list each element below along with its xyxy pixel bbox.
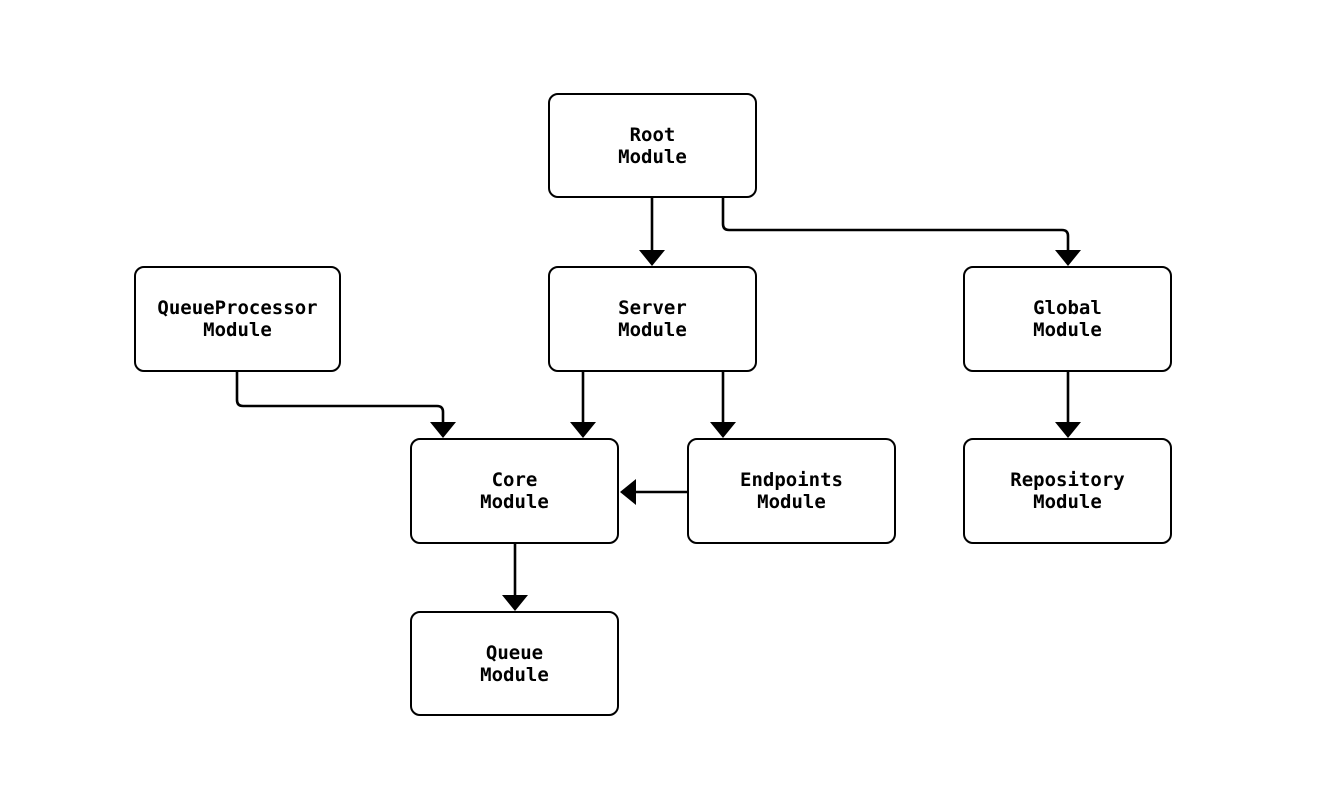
node-global-module: Global Module bbox=[963, 266, 1172, 372]
edge-queueprocessor-to-core bbox=[235, 372, 445, 426]
node-endpoints-module-label: Endpoints Module bbox=[740, 469, 843, 513]
node-queueprocessor-module-label: QueueProcessor Module bbox=[157, 297, 318, 341]
arrowhead-endpoints-to-core bbox=[620, 479, 636, 505]
arrowhead-server-to-endpoints bbox=[710, 422, 736, 438]
arrowhead-root-to-global bbox=[1055, 250, 1081, 266]
node-core-module-label: Core Module bbox=[480, 469, 549, 513]
node-endpoints-module: Endpoints Module bbox=[687, 438, 896, 544]
node-global-module-label: Global Module bbox=[1033, 297, 1102, 341]
node-queueprocessor-module: QueueProcessor Module bbox=[134, 266, 341, 372]
node-core-module: Core Module bbox=[410, 438, 619, 544]
node-queue-module-label: Queue Module bbox=[480, 641, 549, 686]
arrowhead-queueprocessor-to-core bbox=[430, 422, 456, 438]
node-server-module-label: Server Module bbox=[618, 297, 687, 341]
arrowhead-global-to-repository bbox=[1055, 422, 1081, 438]
arrowhead-server-to-core bbox=[570, 422, 596, 438]
node-root-module-label: Root Module bbox=[618, 123, 687, 168]
node-repository-module: Repository Module bbox=[963, 438, 1172, 544]
node-repository-module-label: Repository Module bbox=[1010, 469, 1125, 513]
node-queue-module: Queue Module bbox=[410, 611, 619, 716]
node-server-module: Server Module bbox=[548, 266, 757, 372]
edge-root-to-global bbox=[721, 198, 1070, 254]
arrowhead-core-to-queue bbox=[502, 595, 528, 611]
arrowhead-root-to-server bbox=[639, 250, 665, 266]
node-root-module: Root Module bbox=[548, 93, 757, 198]
